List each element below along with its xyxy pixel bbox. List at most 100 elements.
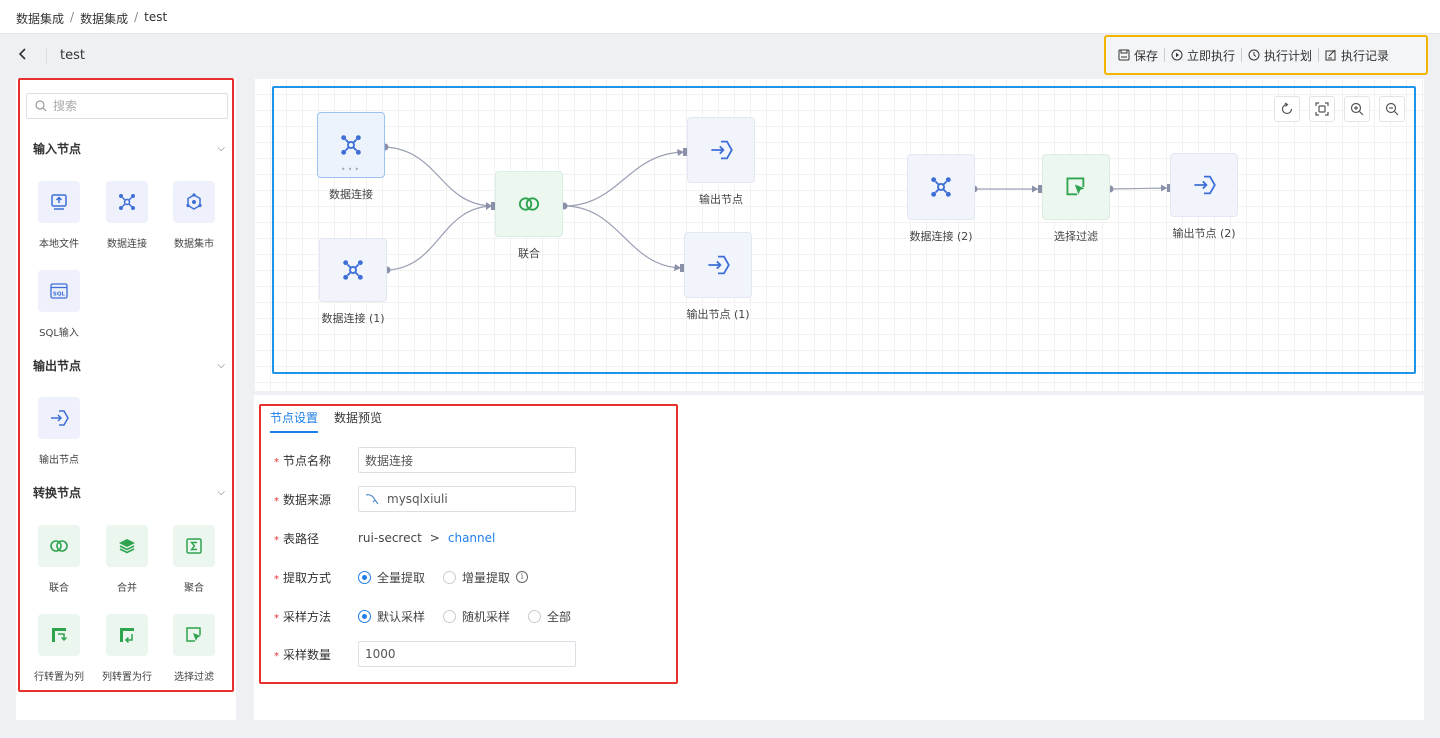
page-title: test [60, 48, 85, 63]
node-name-label: 节点名称 [283, 453, 332, 468]
flow-node-box[interactable] [687, 117, 755, 183]
palette-item-output-node[interactable]: 输出节点 [29, 397, 89, 467]
palette-item-col-to-row[interactable]: 列转置为行 [97, 614, 157, 684]
radio-full-extract[interactable]: 全量提取 [358, 569, 425, 586]
radio-label: 默认采样 [377, 609, 426, 624]
back-arrow-icon[interactable] [16, 46, 32, 64]
palette-item-data-connection[interactable]: 数据连接 [97, 181, 157, 251]
breadcrumb-item[interactable]: 数据集成 [16, 12, 65, 26]
radio-random-sample[interactable]: 随机采样 [443, 608, 510, 625]
upload-file-icon [38, 181, 80, 223]
radio-label: 随机采样 [462, 609, 511, 624]
radio-all-sample[interactable]: 全部 [528, 608, 571, 625]
search-input[interactable] [53, 99, 213, 113]
layers-icon [106, 525, 148, 567]
table-path-table-link[interactable]: channel [447, 531, 496, 545]
flow-node-data-connection-2[interactable]: 数据连接 (2) [897, 154, 985, 244]
tab-data-preview[interactable]: 数据预览 [334, 411, 383, 425]
palette-item-local-file[interactable]: 本地文件 [29, 181, 89, 251]
flow-node-box[interactable] [684, 232, 752, 298]
radio-unchecked[interactable] [443, 609, 457, 623]
output-icon [38, 397, 80, 439]
toolbar-divider [1318, 48, 1320, 62]
palette-item-label: 数据连接 [107, 239, 147, 250]
palette-item-select-filter[interactable]: 选择过滤 [164, 614, 224, 684]
form-label: * 采样数量 [274, 646, 358, 663]
palette-item-row-to-col[interactable]: 行转置为列 [29, 614, 89, 684]
network-icon [343, 260, 363, 280]
radio-unchecked[interactable] [528, 609, 542, 623]
filter-select-icon [173, 614, 215, 656]
palette-item-join[interactable]: 联合 [29, 525, 89, 595]
clock-icon [1248, 49, 1260, 61]
breadcrumb-item[interactable]: 数据集成 [80, 12, 129, 26]
output-icon [711, 140, 733, 160]
search-icon [35, 100, 47, 112]
node-name-input[interactable] [358, 447, 576, 473]
radio-label: 全部 [547, 609, 572, 624]
required-mark: * [274, 495, 279, 507]
radio-incremental-extract[interactable]: 增量提取 i [443, 569, 529, 586]
flow-node-output-1[interactable]: 输出节点 (1) [676, 232, 760, 322]
chevron-down-icon: ⌵ [217, 359, 225, 371]
radio-default-sample[interactable]: 默认采样 [358, 608, 425, 625]
reset-icon[interactable] [1274, 96, 1300, 122]
source-label: 数据来源 [283, 492, 332, 507]
flow-node-box[interactable] [907, 154, 975, 220]
form-row-sample-count: * 采样数量 [274, 641, 576, 667]
source-select[interactable]: mysqlxiuli [358, 486, 576, 512]
required-mark: * [274, 650, 279, 662]
toolbar-divider [1241, 48, 1243, 62]
radio-label: 增量提取 [462, 570, 511, 585]
flow-node-data-connection[interactable]: ••• 数据连接 [310, 112, 392, 202]
flow-node-box[interactable] [495, 171, 563, 237]
history-button[interactable]: 执行记录 [1319, 47, 1395, 64]
radio-unchecked[interactable] [443, 570, 457, 584]
top-bar: 数据集成 / 数据集成 / test [0, 0, 1440, 34]
more-dots-icon[interactable]: ••• [340, 165, 362, 174]
radio-checked[interactable] [358, 609, 371, 623]
flow-node-join[interactable]: 联合 [494, 171, 564, 261]
flow-node-data-connection-1[interactable]: 数据连接 (1) [306, 238, 400, 326]
zoom-in-icon[interactable] [1344, 96, 1370, 122]
palette-item-data-mart[interactable]: 数据集市 [164, 181, 224, 251]
zoom-out-icon[interactable] [1379, 96, 1405, 122]
radio-checked[interactable] [358, 570, 371, 584]
run-now-button[interactable]: 立即执行 [1165, 47, 1241, 64]
flow-node-select-filter[interactable]: 选择过滤 [1041, 154, 1111, 244]
group-header-transform[interactable]: 转换节点 ⌵ [33, 482, 225, 502]
palette-item-merge[interactable]: 合并 [97, 525, 157, 595]
form-label: *表路径 [274, 530, 358, 547]
flow-node-label: 数据连接 [329, 188, 373, 201]
sample-count-label: 采样数量 [283, 647, 332, 662]
form-row-sample-method: *采样方法 默认采样 随机采样 全部 [274, 603, 571, 629]
flow-node-output-2[interactable]: 输出节点 (2) [1166, 153, 1242, 241]
flow-node-box[interactable] [1170, 153, 1238, 217]
tab-node-settings[interactable]: 节点设置 [270, 409, 319, 433]
flow-canvas[interactable] [254, 78, 1424, 391]
save-button[interactable]: 保存 [1112, 47, 1164, 64]
extract-label: 提取方式 [283, 570, 332, 585]
sample-method-label: 采样方法 [283, 609, 332, 624]
group-title: 输入节点 [33, 141, 82, 156]
flow-node-box[interactable]: ••• [317, 112, 385, 178]
sub-header: test [0, 34, 1440, 78]
flow-node-box[interactable] [1042, 154, 1110, 220]
save-label: 保存 [1134, 48, 1159, 63]
palette-item-sql-input[interactable]: SQL SQL输入 [29, 270, 89, 340]
info-icon[interactable]: i [516, 571, 529, 583]
group-header-output[interactable]: 输出节点 ⌵ [33, 355, 225, 375]
sample-count-input[interactable] [358, 641, 576, 667]
join-icon [38, 525, 80, 567]
fit-view-icon[interactable] [1309, 96, 1335, 122]
schedule-button[interactable]: 执行计划 [1242, 47, 1318, 64]
flow-node-box[interactable] [319, 238, 387, 302]
flow-node-output[interactable]: 输出节点 [686, 117, 756, 207]
group-header-input[interactable]: 输入节点 ⌵ [33, 138, 225, 158]
canvas-toolbar [1274, 96, 1405, 122]
palette-item-aggregate[interactable]: 聚合 [164, 525, 224, 595]
breadcrumb-separator: / [70, 10, 75, 24]
palette-search[interactable] [26, 93, 228, 119]
action-toolbar: 保存 立即执行 执行计划 执行记录 [1104, 35, 1428, 75]
required-mark: * [274, 573, 279, 585]
